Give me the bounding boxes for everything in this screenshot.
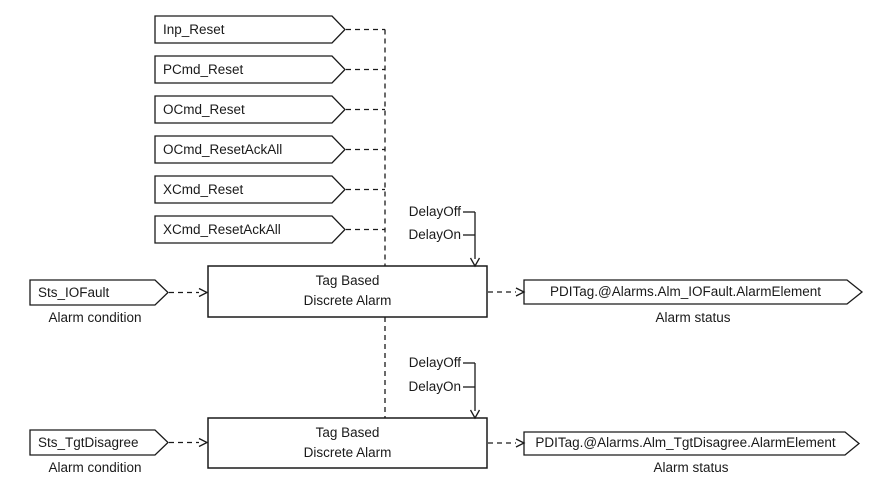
reset-tag-shape [154, 135, 346, 164]
arrowheads [198, 287, 526, 448]
delay-off-label: DelayOff [408, 355, 461, 370]
alarm-block-title-line2: Discrete Alarm [303, 445, 392, 460]
status-tag-shape [523, 431, 861, 456]
delay-connectors [463, 211, 481, 420]
condition-tag-shape [29, 279, 169, 306]
status-caption: Alarm status [655, 310, 731, 325]
reset-tag-shape [154, 95, 346, 124]
arrow-down-icon [469, 409, 481, 420]
status-caption: Alarm status [653, 460, 729, 475]
arrow-right-icon [198, 437, 209, 448]
reset-tag-label: XCmd_ResetAckAll [163, 222, 281, 237]
alarm-block-title-line1: Tag Based [315, 425, 380, 440]
diagram-shapes [29, 15, 864, 469]
reset-tag-label: Inp_Reset [163, 22, 225, 37]
reset-tag-label: OCmd_Reset [163, 102, 245, 117]
condition-tag-label: Sts_IOFault [38, 285, 110, 300]
reset-tag-label: XCmd_Reset [163, 182, 244, 197]
reset-tag-shape [154, 15, 346, 44]
reset-tag-shape [154, 55, 346, 84]
condition-tag-shape [29, 429, 169, 456]
condition-tag-label: Sts_TgtDisagree [38, 435, 139, 450]
status-tag-label: PDITag.@Alarms.Alm_IOFault.AlarmElement [549, 284, 822, 299]
arrow-right-icon [515, 287, 526, 297]
condition-caption: Alarm condition [48, 310, 142, 325]
alarm-block-box [207, 417, 488, 469]
arrow-right-icon [198, 287, 209, 298]
reset-tag-label: OCmd_ResetAckAll [163, 142, 283, 157]
delay-off-label: DelayOff [408, 204, 461, 219]
status-tag-label: PDITag.@Alarms.Alm_TgtDisagree.AlarmElem… [535, 435, 836, 450]
delay-on-label: DelayOn [408, 227, 461, 242]
reset-tag-shape [154, 215, 346, 244]
alarm-block-title-line2: Discrete Alarm [303, 293, 392, 308]
reset-tag-shape [154, 175, 346, 204]
alarm-block-title: Tag Based Discrete Alarm [208, 271, 487, 311]
dashed-connectors [169, 28, 516, 444]
status-tag-shape [523, 279, 864, 305]
alarm-block-title: Tag Based Discrete Alarm [208, 423, 487, 463]
alarm-block-title-line1: Tag Based [315, 273, 380, 288]
reset-tag-label: PCmd_Reset [163, 62, 244, 77]
arrow-right-icon [515, 438, 526, 448]
delay-on-label: DelayOn [408, 379, 461, 394]
condition-caption: Alarm condition [48, 460, 142, 475]
alarm-block-box [207, 265, 488, 318]
arrow-down-icon [469, 257, 481, 268]
